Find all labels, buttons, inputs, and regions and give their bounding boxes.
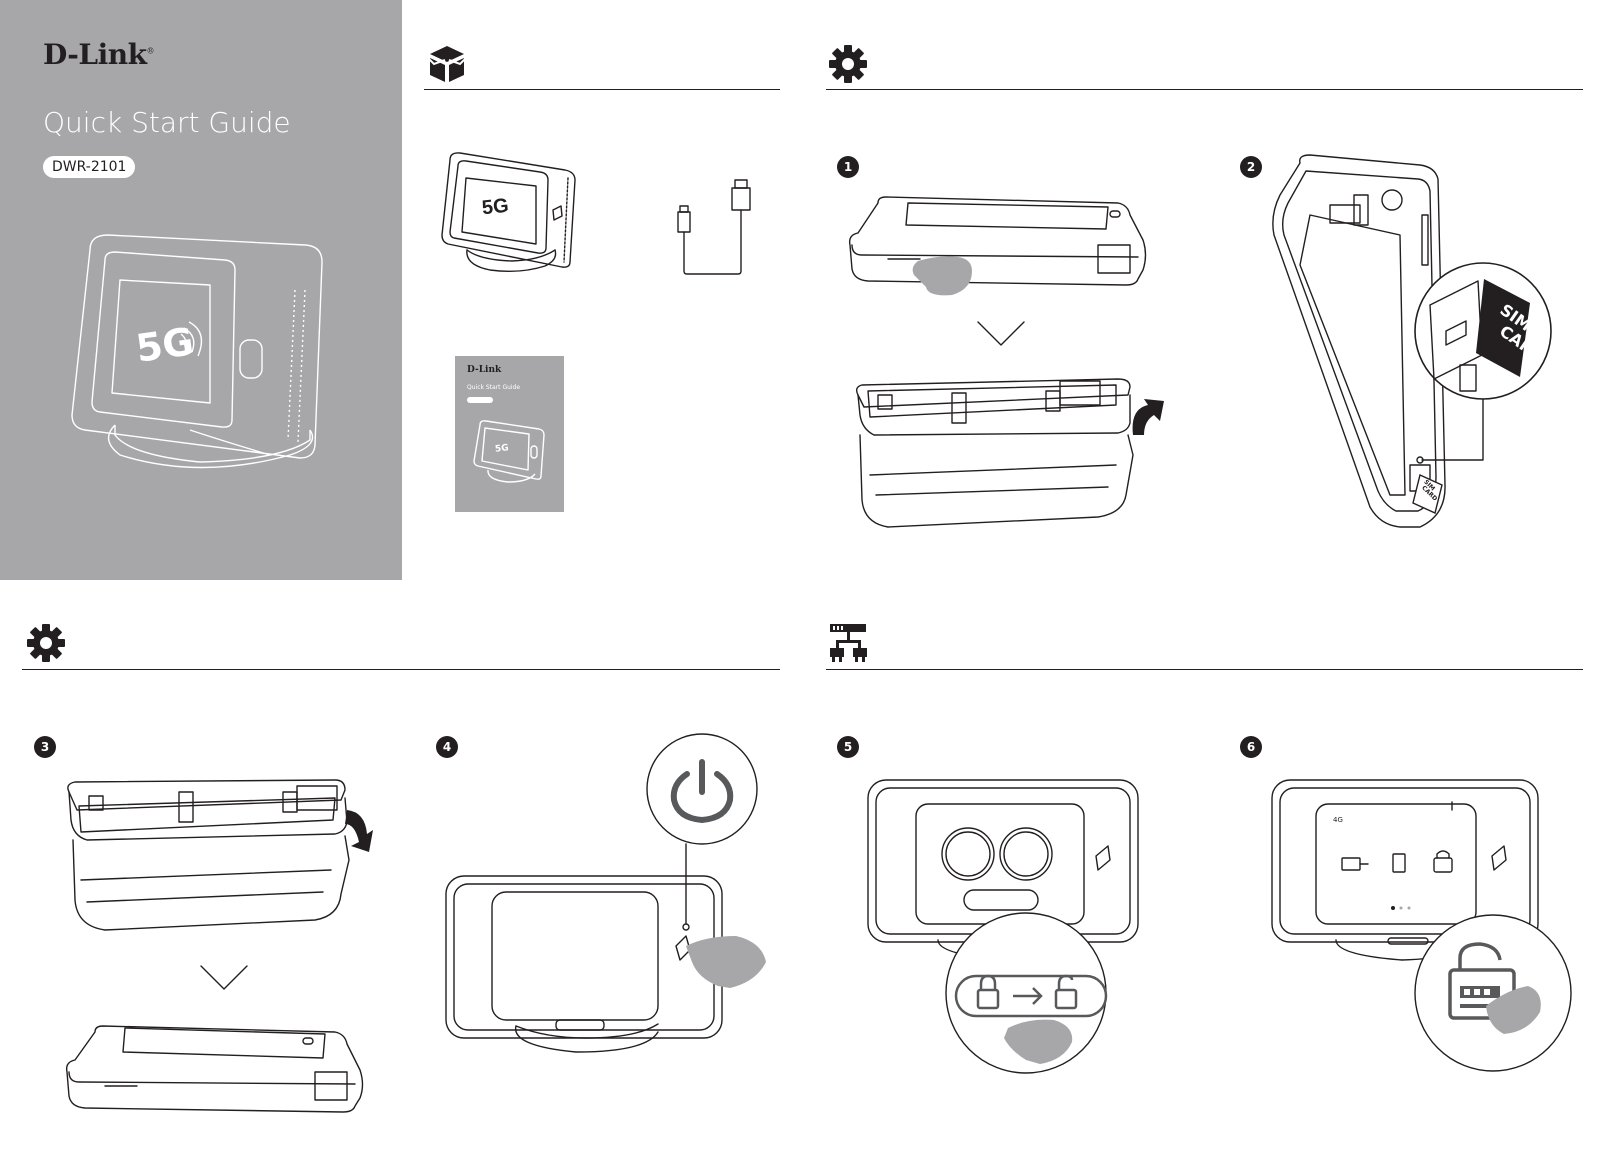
qsg-thumb-screen-label: 5G (494, 443, 510, 455)
network-icon (830, 624, 867, 662)
guide-title: Quick Start Guide (43, 106, 291, 139)
cover-panel: D-Link® Quick Start Guide DWR-2101 5G (0, 0, 402, 580)
status-network-label: 4G (1333, 816, 1343, 824)
qsg-thumb-device (473, 420, 545, 483)
qsg-thumb-title: Quick Start Guide (467, 384, 521, 391)
step-3-badge: 3 (34, 736, 56, 758)
package-device-illustration (441, 152, 576, 273)
install-bottom-section-rule (22, 669, 780, 670)
cover-wifi-icon (180, 321, 203, 357)
model-badge: DWR-2101 (43, 156, 136, 178)
cover-device-illustration (71, 234, 323, 469)
gear-icon (27, 624, 65, 662)
step-4-badge: 4 (436, 736, 458, 758)
step-4-illustration (445, 733, 766, 1053)
gear-icon (829, 45, 867, 83)
package-device-screen-label: 5G (480, 194, 510, 220)
package-box-icon (427, 46, 467, 82)
brand-logo: D-Link® (43, 38, 155, 71)
step-2-illustration (1272, 154, 1552, 528)
qsg-thumb-badge (467, 397, 493, 403)
package-section-rule (424, 89, 780, 90)
usb-cable-illustration (677, 179, 751, 275)
step-2-badge: 2 (1240, 156, 1262, 178)
step-6-illustration (1271, 779, 1572, 1072)
step-5-illustration (867, 779, 1139, 1074)
step-1-badge: 1 (837, 156, 859, 178)
connection-section-rule (826, 669, 1583, 670)
step-6-badge: 6 (1240, 736, 1262, 758)
step-5-badge: 5 (837, 736, 859, 758)
install-top-section-rule (826, 89, 1583, 90)
qsg-thumb-brand: D-Link (467, 365, 502, 375)
step-3-illustration (65, 779, 373, 1113)
qsg-booklet-thumbnail: D-Link Quick Start Guide 5G (455, 356, 564, 512)
step-1-illustration (848, 196, 1164, 528)
